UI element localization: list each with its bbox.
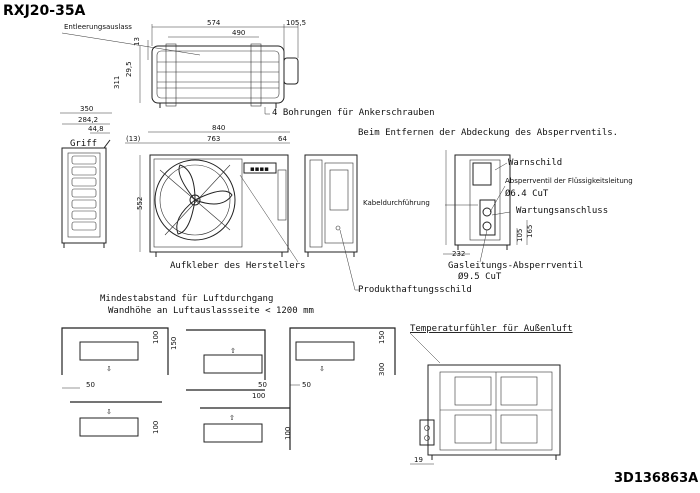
svg-text:⇩: ⇩: [106, 408, 112, 416]
svg-text:⇩: ⇩: [319, 365, 325, 373]
clr-dim-50c: 50: [302, 381, 311, 389]
handle-label: Griff: [70, 139, 97, 149]
dim-574: 574: [207, 19, 221, 27]
clearance-title-1: Mindestabstand für Luftdurchgang: [100, 294, 273, 304]
clearance-title-2: Wandhöhe an Luftauslassseite < 1200 mm: [108, 306, 314, 316]
clr-dim-300c: 300: [378, 363, 386, 376]
front-dim-13: (13): [126, 135, 141, 143]
clearance-diagram-2: ⇧ 100 50: [186, 329, 267, 400]
svg-text:⇧: ⇧: [230, 347, 236, 355]
clearance-section: Mindestabstand für Luftdurchgang Wandhöh…: [61, 294, 396, 450]
dim-350: 350: [80, 105, 93, 113]
clr-dim-100a: 100: [152, 331, 160, 344]
valve-heading: Beim Entfernen der Abdeckung des Absperr…: [358, 128, 618, 138]
front-dim-763: 763: [207, 135, 220, 143]
clearance-diagram-3: ⇩ 150 300 50: [289, 327, 396, 389]
clr-dim-150c: 150: [378, 331, 386, 344]
rear-dim-19: 19: [414, 456, 423, 464]
model-title: RXJ20-35A: [3, 3, 86, 19]
rear-view: Temperaturfühler für Außenluft 19: [409, 324, 573, 465]
clr-dim-50a: 50: [86, 381, 95, 389]
dim-13: 13: [133, 37, 141, 46]
front-dim-64: 64: [278, 135, 287, 143]
drain-outlet-label: Entleerungsauslass: [64, 23, 132, 31]
temp-sensor-label: Temperaturfühler für Außenluft: [410, 324, 573, 334]
dim-311: 311: [113, 76, 121, 89]
gas-valve-size: Ø9.5 CuT: [458, 271, 502, 282]
document-code: 3D136863A: [614, 471, 698, 486]
warning-label: Warnschild: [508, 158, 562, 168]
clearance-diagram-1: ⇩ 100 150 50: [61, 327, 178, 389]
brand-logo: ▪▪▪▪: [250, 165, 269, 173]
svg-text:⇧: ⇧: [229, 414, 235, 422]
dim-165: 165: [526, 225, 534, 238]
clr-dim-100e: 100: [284, 427, 292, 440]
manufacturer-sticker-label: Aufkleber des Herstellers: [170, 261, 305, 271]
dim-44-8: 44,8: [88, 125, 104, 133]
dim-105: 105: [516, 229, 524, 242]
clearance-diagram-5: ⇧ 100: [200, 375, 292, 450]
dim-490: 490: [232, 29, 245, 37]
front-dim-552: 552: [136, 197, 144, 210]
service-port-label: Wartungsanschluss: [516, 206, 608, 216]
cable-entry-label: Kabeldurchführung: [363, 199, 430, 207]
valve-view: Beim Entfernen der Abdeckung des Absperr…: [358, 128, 633, 282]
top-view: Entleerungsauslass 574 105,5 490 13 29,5…: [61, 19, 435, 118]
liquid-valve-size: Ø6.4 CuT: [505, 188, 549, 199]
dim-105-5: 105,5: [286, 19, 306, 27]
liquid-valve-label: Absperrventil der Flüssigkeitsleitung: [505, 177, 633, 185]
clr-dim-50b: 50: [258, 381, 267, 389]
dim-29-5: 29,5: [125, 61, 133, 77]
side-view: 350 284,2 44,8 Griff: [60, 105, 112, 248]
right-side-view: Produkthaftungsschild: [304, 154, 472, 295]
gas-valve-label: Gasleitungs-Absperrventil: [448, 261, 583, 271]
dim-232: 232: [452, 250, 465, 258]
dim-284-2: 284,2: [78, 116, 98, 124]
clr-dim-100b: 100: [252, 392, 265, 400]
front-dim-840: 840: [212, 124, 225, 132]
product-liability-label: Produkthaftungsschild: [358, 285, 472, 295]
clearance-diagram-4: ⇩ 100: [70, 401, 162, 437]
anchor-holes-label: 4 Bohrungen für Ankerschrauben: [272, 108, 435, 118]
clr-dim-150a: 150: [170, 337, 178, 350]
front-view: ▪▪▪▪ 840 763 (13) 64 552 Aufkleber des H…: [125, 124, 305, 271]
svg-text:⇩: ⇩: [106, 365, 112, 373]
clr-dim-100d: 100: [152, 421, 160, 434]
